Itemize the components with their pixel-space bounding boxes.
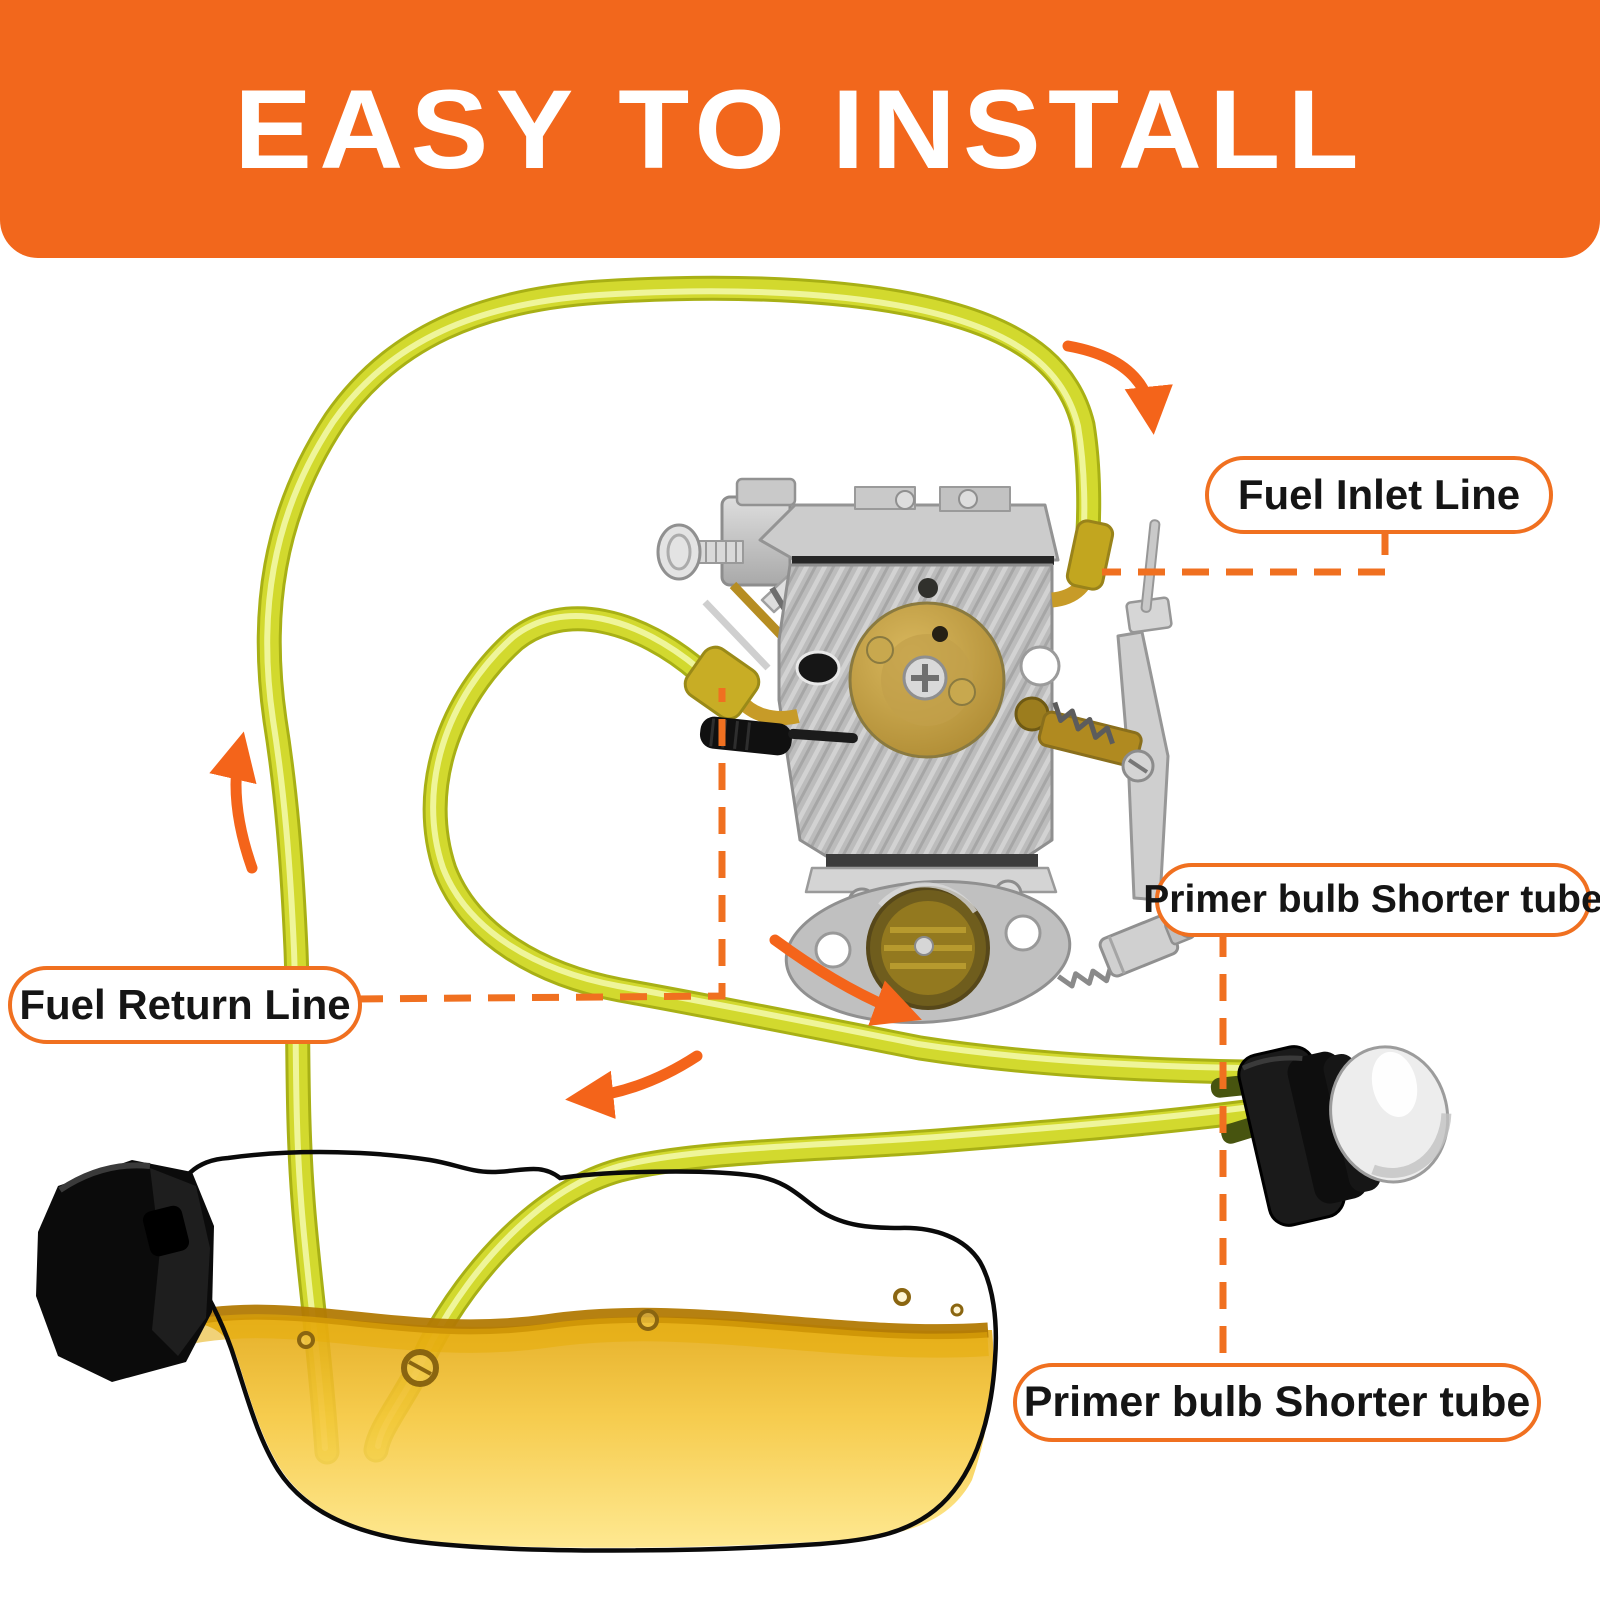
flow-arrow-to-primer-icon: [769, 934, 922, 1026]
connector-fuel-inlet: [1102, 528, 1389, 576]
bolt-head: [656, 523, 702, 581]
primer-dome: [1329, 1045, 1450, 1184]
callout-fuel-return-line: Fuel Return Line: [8, 966, 362, 1044]
return-tube-end: [683, 645, 761, 721]
carb-top-cap: [758, 503, 1060, 562]
callout-fuel-inlet-line: Fuel Inlet Line: [1205, 456, 1553, 534]
callout-primer-bulb-tube-right: Primer bulb Shorter tube: [1143, 863, 1600, 937]
fuel-cap: [36, 1160, 214, 1382]
fuel-inlet-line-tube: [256, 275, 1102, 1465]
fuel-volume: [180, 1316, 994, 1548]
connector-fuel-return: [355, 688, 726, 1003]
mount-hole-right: [1019, 645, 1061, 687]
carburetor: [656, 477, 1202, 1025]
fuel-tank: [36, 1149, 999, 1553]
header-banner: EASY TO INSTALL: [0, 0, 1600, 258]
gasket-line: [792, 556, 1054, 565]
flow-arrow-to-tank-icon: [565, 1050, 703, 1119]
callout-fuel-inlet-label: Fuel Inlet Line: [1237, 471, 1521, 518]
inlet-tube-end: [1065, 519, 1115, 591]
vent-hole: [795, 650, 841, 686]
callout-fuel-return-label: Fuel Return Line: [19, 981, 351, 1028]
callout-connectors: [355, 528, 1389, 1362]
fuel-surface-glint: [169, 1314, 989, 1358]
callout-primer-bulb-tube-bottom: Primer bulb Shorter tube: [1013, 1363, 1541, 1442]
primer-bulb: [1210, 1045, 1452, 1227]
flow-arrows: [209, 340, 1173, 1119]
flange-hole-right: [1004, 914, 1042, 952]
fuel-tank-outline: [169, 1149, 999, 1553]
callout-primer-right-label: Primer bulb Shorter tube: [1143, 878, 1600, 921]
fuel-surface-wave: [170, 1304, 989, 1340]
fuel-return-line-tube: [422, 606, 1258, 1085]
flow-arrow-return-up-icon: [209, 731, 258, 874]
fuel-bubbles: [297, 1288, 964, 1387]
flow-arrow-inlet-icon: [1062, 340, 1173, 435]
page-title: EASY TO INSTALL: [234, 66, 1366, 192]
callout-primer-bottom-label: Primer bulb Shorter tube: [1023, 1378, 1531, 1426]
flange-hole-left: [814, 931, 852, 969]
